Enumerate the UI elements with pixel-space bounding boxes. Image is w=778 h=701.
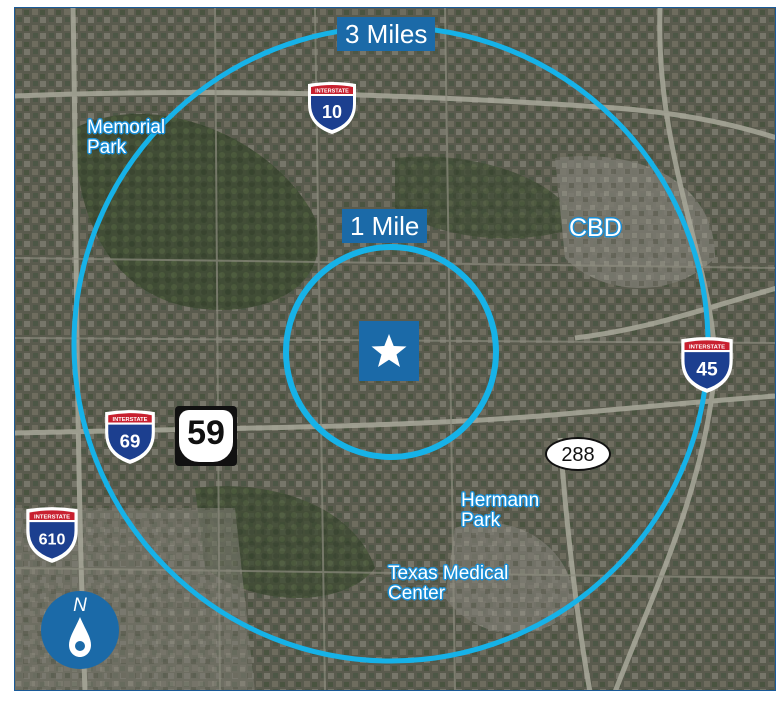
place-memorial-park-line2: Park <box>87 137 127 158</box>
interstate-610-type: INTERSTATE <box>34 514 70 520</box>
interstate-10-number: 10 <box>322 102 342 122</box>
ring-1-mile <box>283 244 499 460</box>
label-3-miles: 3 Miles <box>337 17 436 51</box>
interstate-shield-icon: INTERSTATE 610 <box>26 507 78 563</box>
interstate-69-number: 69 <box>120 430 141 451</box>
aerial-map[interactable]: 3 Miles 1 Mile Memorial Park CBD Hermann… <box>14 7 776 691</box>
interstate-610-number: 610 <box>39 531 66 549</box>
place-hermann-park-line1: Hermann <box>461 490 540 511</box>
us-59-number: 59 <box>187 414 225 452</box>
interstate-45-type: INTERSTATE <box>689 344 725 350</box>
place-texas-medical-center: Texas Medical Center <box>388 564 508 604</box>
interstate-shield-icon: INTERSTATE 69 <box>105 410 155 464</box>
star-icon <box>371 334 407 367</box>
us-59-shield: 59 <box>175 406 237 466</box>
place-memorial-park: Memorial Park <box>87 118 165 158</box>
interstate-69-type: INTERSTATE <box>113 417 148 423</box>
interstate-69-shield: INTERSTATE 69 <box>103 408 157 466</box>
aerial-imagery <box>15 8 775 690</box>
place-memorial-park-line1: Memorial <box>87 117 166 138</box>
interstate-10-shield: INTERSTATE 10 <box>306 80 358 136</box>
us-route-shield-icon <box>179 410 233 462</box>
interstate-shield-icon: INTERSTATE 10 <box>308 82 356 134</box>
north-compass: N <box>41 591 119 669</box>
interstate-45-shield: INTERSTATE 45 <box>679 335 735 395</box>
interstate-10-type: INTERSTATE <box>315 89 349 95</box>
place-tmc-line1: Texas Medical <box>388 563 509 584</box>
state-route-288-marker: 288 <box>545 437 611 471</box>
compass-north-label: N <box>73 595 87 616</box>
interstate-45-number: 45 <box>696 360 718 381</box>
label-1-mile: 1 Mile <box>342 209 428 243</box>
state-route-288-number: 288 <box>561 444 595 466</box>
place-tmc-line2: Center <box>388 583 446 604</box>
interstate-shield-icon: INTERSTATE 45 <box>681 337 733 393</box>
compass-needle-icon <box>69 617 91 657</box>
interstate-610-shield: INTERSTATE 610 <box>23 505 81 565</box>
place-cbd: CBD <box>569 214 622 242</box>
place-hermann-park: Hermann Park <box>461 491 539 531</box>
place-hermann-park-line2: Park <box>461 510 501 531</box>
subject-site-marker[interactable] <box>359 321 419 381</box>
